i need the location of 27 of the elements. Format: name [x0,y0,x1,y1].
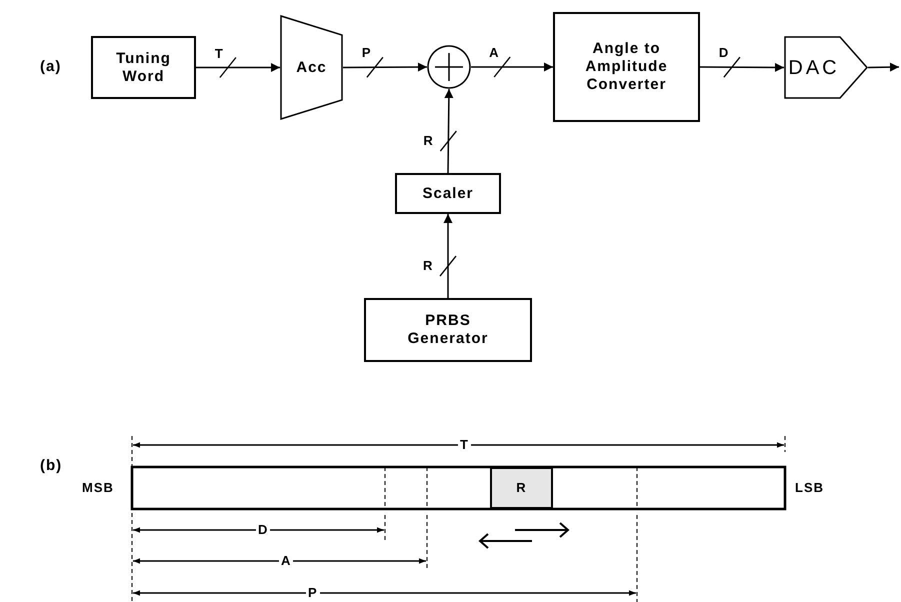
dimension-label: P [306,585,320,600]
dimension-label: D [256,522,270,537]
register-field [490,467,553,509]
process-box [553,12,700,122]
process-box [91,36,196,99]
dac-block [784,36,868,99]
node-label: Angle to Amplitude Converter [584,40,669,94]
dimension-label: A [279,553,294,568]
bus-arrow [444,88,454,174]
node-label: DAC [788,56,840,80]
node-label: Acc [296,58,327,76]
summing-junction [427,45,471,89]
node-label: Scaler [422,184,474,202]
bus-arrow [196,63,280,72]
edge-label: A [488,45,501,60]
process-box [364,298,532,362]
node-label: Tuning Word [115,50,172,86]
bus-arrow [868,62,900,72]
accumulator-trapezoid [280,15,343,120]
process-box [395,173,501,214]
bus-arrow [700,62,784,72]
dimension-label: T [458,437,471,452]
node-label: R [516,480,527,496]
bus-arrow [444,214,452,298]
bus-arrow [471,62,553,72]
node-label: PRBS Generator [406,312,490,348]
bus-arrow [343,62,427,72]
